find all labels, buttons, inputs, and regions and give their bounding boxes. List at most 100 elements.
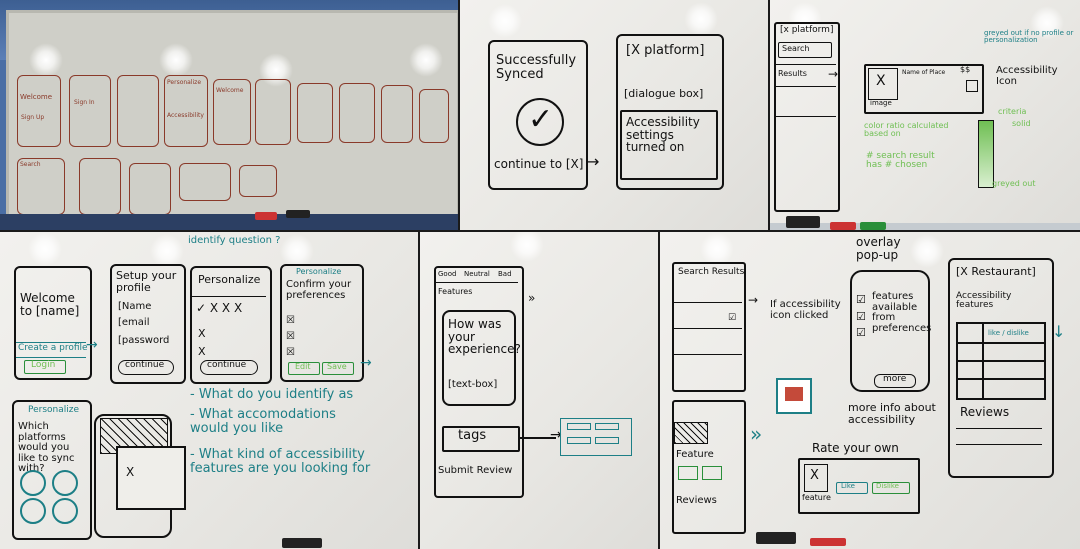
arrow-icon: → bbox=[86, 337, 98, 353]
arrow-icon: → bbox=[360, 355, 372, 371]
grid-x: X bbox=[198, 327, 206, 340]
sketch-setup bbox=[110, 264, 186, 384]
divider bbox=[192, 296, 266, 297]
sketch-thumb bbox=[239, 165, 277, 197]
arrow-icon: → bbox=[828, 67, 839, 81]
sketch-thumb bbox=[79, 158, 121, 215]
marker-tray bbox=[0, 214, 458, 230]
features-pref: features available from preferences bbox=[872, 291, 932, 334]
platform-circle bbox=[20, 498, 46, 524]
personalize-label: Personalize bbox=[28, 405, 80, 415]
tags-label: tags bbox=[458, 428, 487, 443]
sketch-thumb bbox=[297, 83, 333, 143]
confirm-x: ☒ bbox=[286, 347, 295, 358]
continue-label: continue bbox=[125, 360, 165, 370]
login-button: Login bbox=[24, 360, 66, 374]
search-box bbox=[778, 42, 832, 58]
create-profile-label: Create a profile bbox=[18, 343, 88, 353]
arrow-icon: → bbox=[550, 427, 562, 443]
sketch-thumb bbox=[179, 163, 231, 201]
sketch-thumb bbox=[339, 83, 375, 143]
divider bbox=[672, 302, 742, 303]
if-icon-clicked: If accessibility icon clicked bbox=[770, 299, 841, 321]
grid-marks: ✓ X X X bbox=[196, 301, 243, 315]
like-label: Like bbox=[841, 482, 855, 490]
thumb-label: Accessibility bbox=[167, 112, 204, 119]
calc-note: color ratio calculated based on bbox=[864, 121, 949, 139]
grid-x: X bbox=[198, 345, 206, 358]
dislike-label: Dislike bbox=[876, 482, 899, 490]
save-label: Save bbox=[327, 362, 347, 371]
sketch-welcome bbox=[14, 266, 92, 380]
settings-dialog bbox=[620, 110, 718, 180]
setup-title: Setup your profile bbox=[116, 269, 177, 294]
feature-label: Feature bbox=[676, 449, 714, 460]
dialogue-text: [dialogue box] bbox=[624, 87, 704, 100]
edit-button: Edit bbox=[288, 362, 320, 375]
accessibility-sticker bbox=[776, 378, 812, 414]
divider bbox=[956, 444, 1042, 445]
more-info: more info about accessibility bbox=[848, 401, 936, 426]
personalize-label: Personalize bbox=[296, 267, 342, 276]
continue-button: continue bbox=[118, 360, 174, 375]
divider bbox=[958, 378, 1044, 380]
sketch-phone-synced bbox=[488, 40, 588, 190]
overlay-popup bbox=[850, 270, 930, 392]
arrow-icon: → bbox=[586, 152, 600, 171]
sketch-phone-results bbox=[774, 22, 840, 212]
check-icon: ✓ bbox=[528, 102, 554, 137]
marker bbox=[810, 538, 846, 546]
more-button: more bbox=[874, 374, 916, 388]
confirm-title: Confirm your preferences bbox=[286, 279, 352, 301]
sketch-thumb: Welcome bbox=[213, 79, 251, 145]
welcome-text: Welcome to [name] bbox=[20, 291, 80, 318]
price: $$ bbox=[960, 65, 971, 74]
platforms-question: Which platforms would you like to sync w… bbox=[18, 421, 75, 474]
question-3: - What kind of accessibility features ar… bbox=[190, 447, 371, 476]
search-label: Search bbox=[782, 44, 810, 53]
photo-whiteboard-overview: Welcome Sign In Personalize Welcome Sear… bbox=[0, 0, 458, 230]
reviews-label: Reviews bbox=[960, 405, 1010, 419]
platform-label: [x platform] bbox=[780, 25, 834, 35]
photo-onboarding: identify question ? Welcome to [name] Cr… bbox=[0, 232, 418, 549]
like-dislike-label: like / dislike bbox=[988, 329, 1029, 337]
access-icon-label: Accessibility Icon bbox=[996, 65, 1058, 87]
sketch-thumb: Sign In bbox=[69, 75, 111, 147]
continue-button: continue bbox=[200, 360, 258, 375]
access-icon-box bbox=[966, 80, 978, 92]
name-of-place: Name of Place bbox=[902, 69, 946, 76]
eraser bbox=[786, 216, 820, 228]
check-icon: ☑ bbox=[728, 313, 737, 323]
thumb-label: Welcome bbox=[216, 87, 244, 94]
down-arrow-icon: ↓ bbox=[1052, 322, 1066, 341]
search-results-label: Search Results bbox=[678, 267, 745, 277]
rate-your-own: Rate your own bbox=[812, 441, 899, 455]
whiteboard-frame: Welcome Sign In Personalize Welcome Sear… bbox=[6, 10, 458, 224]
sketch-thumb: Search bbox=[17, 158, 65, 215]
sticker-image bbox=[785, 387, 803, 401]
more-label: more bbox=[883, 374, 907, 384]
tag-chip bbox=[567, 423, 591, 430]
sketch-thumb: Welcome bbox=[17, 75, 61, 147]
feature-image: X bbox=[804, 464, 828, 492]
rating-tabs: Good Neutral Bad bbox=[436, 270, 518, 283]
arrow-icon: → bbox=[748, 293, 759, 307]
photo-search-results: [x platform] Search Results → X image Na… bbox=[770, 0, 1080, 230]
marker bbox=[286, 210, 310, 218]
divider bbox=[774, 116, 836, 117]
restaurant-title: [X Restaurant] bbox=[956, 265, 1036, 278]
greyed-out-label: greyed out bbox=[992, 179, 1036, 188]
features-label: Features bbox=[438, 287, 473, 296]
how-question: How was your experience? bbox=[448, 317, 521, 357]
feature-checks: ☑ ☑ ☑ bbox=[856, 293, 866, 339]
checkmark-circle: ✓ bbox=[516, 98, 564, 146]
rate-card bbox=[798, 458, 920, 514]
sketch-thumb bbox=[381, 85, 413, 143]
submit-review: Submit Review bbox=[438, 465, 513, 476]
thumb-label: Welcome bbox=[20, 93, 53, 101]
divider bbox=[958, 342, 1044, 344]
textbox-label: [text-box] bbox=[448, 379, 498, 390]
email-field: [email bbox=[118, 317, 150, 328]
overlay-label: overlay pop-up bbox=[856, 235, 901, 262]
identify-question: identify question ? bbox=[188, 235, 281, 246]
